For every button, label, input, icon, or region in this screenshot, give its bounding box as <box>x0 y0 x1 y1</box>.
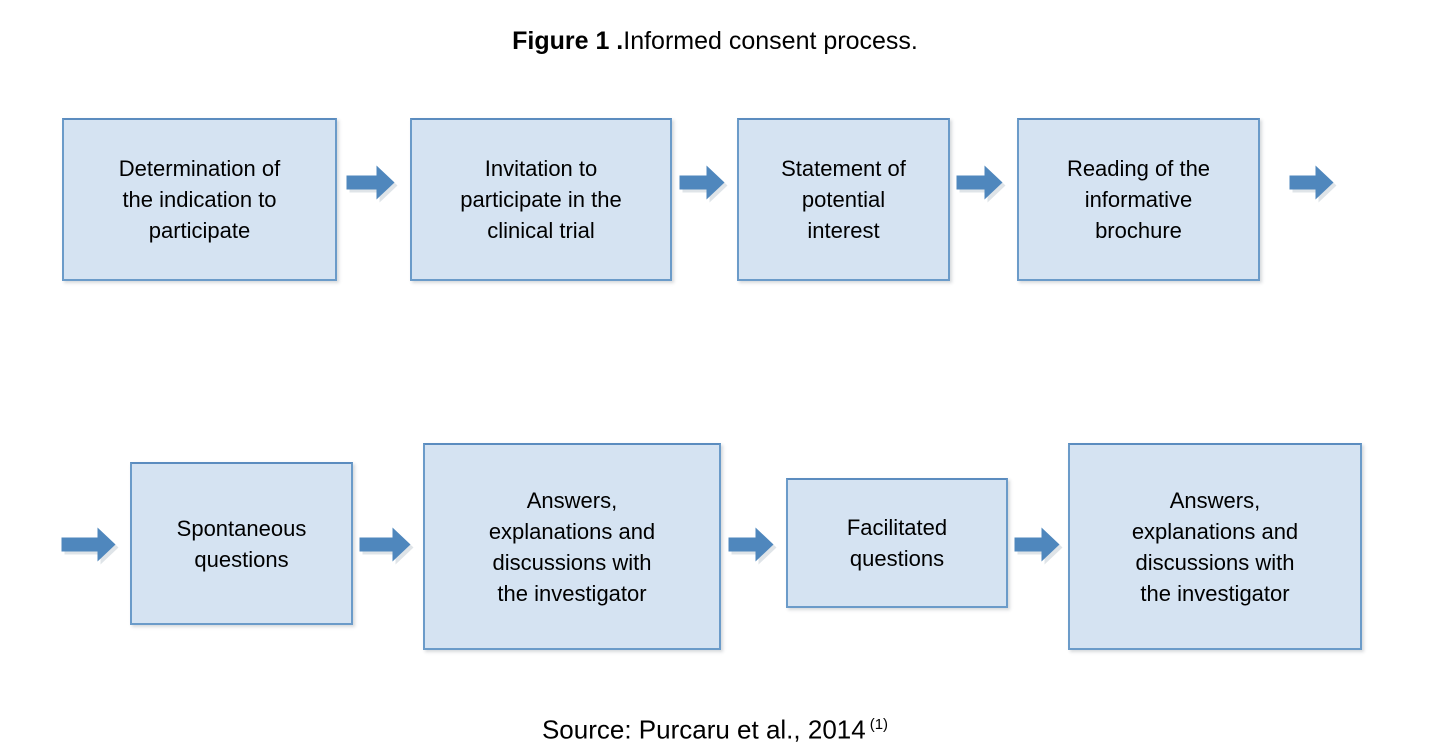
process-box-invitation[interactable]: Invitation to participate in the clinica… <box>410 118 672 281</box>
process-box-label: Reading of the informative brochure <box>1066 156 1211 243</box>
process-box-statement[interactable]: Statement of potential interest <box>737 118 950 281</box>
process-box-label: Facilitated questions <box>846 515 948 571</box>
figure-title-caption: Informed consent process. <box>623 27 918 55</box>
process-box-label: Spontaneous questions <box>176 515 307 572</box>
process-box-reading[interactable]: Reading of the informative brochure <box>1017 118 1260 281</box>
process-box-label: Determination of the indication to parti… <box>118 156 281 243</box>
arrow-box4-to-continuation <box>1288 159 1344 205</box>
process-box-facilitated-questions[interactable]: Facilitated questions <box>786 478 1008 608</box>
arrow-box5-to-box6 <box>358 521 424 567</box>
figure-title: Figure 1 .Informed consent process. <box>0 26 1430 56</box>
process-box-label: Answers, explanations and discussions wi… <box>488 487 656 606</box>
figure-source-reference: (1) <box>869 716 889 733</box>
figure-source: Source: Purcaru et al., 2014(1) <box>0 709 1430 746</box>
process-box-label: Invitation to participate in the clinica… <box>460 156 622 243</box>
process-box-answers-second[interactable]: Answers, explanations and discussions wi… <box>1068 443 1362 650</box>
arrow-box6-to-box7 <box>727 521 785 567</box>
figure-source-text: Source: Purcaru et al., 2014 <box>541 714 866 745</box>
arrow-box3-to-box4 <box>955 159 1015 205</box>
process-box-label: Answers, explanations and discussions wi… <box>1131 487 1299 606</box>
arrow-box2-to-box3 <box>678 159 736 205</box>
figure-title-label: Figure 1 . <box>512 27 624 55</box>
process-box-spontaneous-questions[interactable]: Spontaneous questions <box>130 462 353 625</box>
arrow-box7-to-box8 <box>1013 521 1071 567</box>
arrow-box1-to-box2 <box>345 159 407 205</box>
process-box-label: Statement of potential interest <box>781 156 906 243</box>
process-box-determination[interactable]: Determination of the indication to parti… <box>62 118 337 281</box>
arrow-continuation-to-box5 <box>60 521 130 567</box>
process-box-answers-first[interactable]: Answers, explanations and discussions wi… <box>423 443 721 650</box>
